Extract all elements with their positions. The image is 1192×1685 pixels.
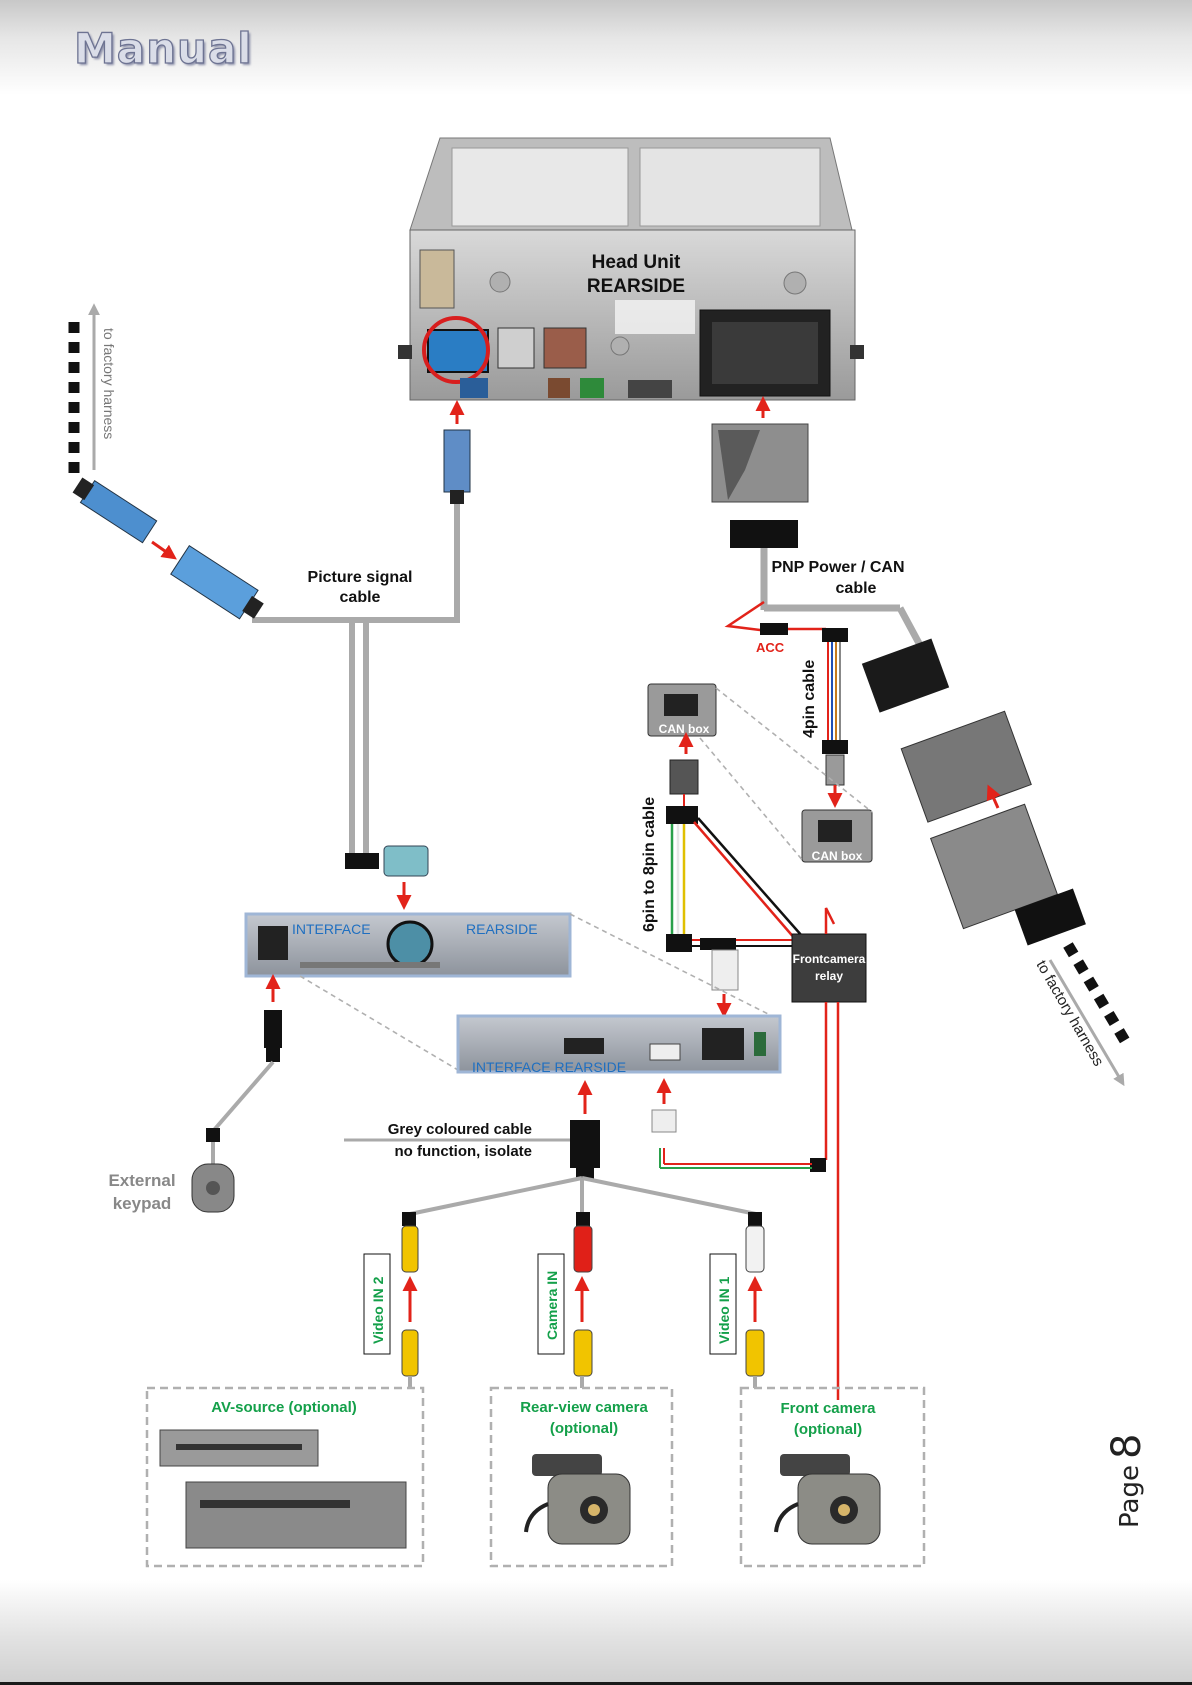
- relay-label-line1: Frontcamera: [793, 952, 866, 966]
- arrow-factory-right: [986, 784, 1001, 809]
- keypad-cable: [191, 1010, 282, 1213]
- video-in2-label: Video IN 2: [370, 1276, 386, 1344]
- relay-red-wire-top: [824, 907, 836, 934]
- interface-box-bottom: [456, 1014, 782, 1074]
- av-source-box: [145, 1386, 425, 1568]
- relay-output-wires: [651, 1002, 840, 1400]
- manual-logo: Manual: [73, 23, 253, 73]
- pnp-cable-label-line1: PNP Power / CAN: [771, 559, 904, 576]
- page-number: 8: [1104, 1434, 1150, 1459]
- head-unit-label-line2: REARSIDE: [587, 276, 685, 297]
- factory-harness-right-label: to factory harness: [1033, 958, 1107, 1070]
- left-factory-harness: [68, 303, 100, 476]
- pin4-cable-label: 4pin cable: [801, 660, 818, 738]
- pnp-power-can-cable: [711, 423, 932, 786]
- video-harness: [344, 1120, 765, 1388]
- interface-bottom-label: INTERFACE REARSIDE: [472, 1059, 626, 1075]
- head-unit-label-line1: Head Unit: [592, 252, 681, 273]
- front-camera-box: [739, 1386, 926, 1568]
- rear-camera-label-line1: Rear-view camera: [520, 1399, 648, 1416]
- grey-cable-label-line1: Grey coloured cable: [388, 1121, 532, 1138]
- camera-in-box: [537, 1253, 565, 1355]
- pin6to8-cable-label: 6pin to 8pin cable: [641, 797, 658, 932]
- video-in1-label: Video IN 1: [716, 1276, 732, 1344]
- rear-camera-label-line2: (optional): [550, 1420, 618, 1437]
- front-camera: [774, 1454, 881, 1545]
- can-box-bottom-label: CAN box: [812, 849, 863, 863]
- rear-camera: [524, 1454, 631, 1545]
- factory-harness-left-label: to factory harness: [101, 328, 117, 439]
- frontcamera-relay: [791, 933, 867, 1003]
- right-factory-harness: [861, 638, 1133, 1087]
- connector-highlight-ring: [422, 316, 490, 384]
- front-camera-label-line2: (optional): [794, 1421, 862, 1438]
- picture-signal-cable: [72, 429, 471, 877]
- acc-label: ACC: [756, 640, 785, 655]
- pnp-cable-label-line2: cable: [836, 580, 877, 597]
- footer-line: [0, 1682, 1192, 1685]
- keypad-label-line2: keypad: [113, 1194, 172, 1213]
- dvd-player: [159, 1429, 407, 1549]
- picture-cable-label-line2: cable: [340, 589, 381, 606]
- can-box-top-label: CAN box: [659, 722, 710, 736]
- interface-guides: [299, 913, 781, 1071]
- can-box-bottom: [801, 809, 873, 863]
- head-unit: [398, 137, 864, 401]
- pin6to8-cable: [666, 759, 803, 991]
- arrow-picture-plug: [151, 540, 177, 560]
- footer-band: [0, 1580, 1192, 1685]
- camera-in-label: Camera IN: [544, 1271, 560, 1340]
- rear-camera-box: [489, 1386, 674, 1568]
- video-in1-box: [709, 1253, 737, 1355]
- interface-box-top: [244, 912, 572, 978]
- front-camera-label-line1: Front camera: [780, 1400, 876, 1417]
- header-band: [0, 0, 1192, 95]
- grey-cable-label-line2: no function, isolate: [395, 1143, 533, 1160]
- page-label: Page: [1115, 1465, 1145, 1528]
- can-box-guides: [699, 687, 873, 863]
- relay-label-line2: relay: [815, 969, 843, 983]
- video-in2-box: [363, 1253, 391, 1355]
- interface-top-label-right: REARSIDE: [466, 921, 538, 937]
- can-box-top: [647, 683, 717, 737]
- picture-cable-label-line1: Picture signal: [308, 569, 413, 586]
- interface-top-label-left: INTERFACE: [292, 921, 371, 937]
- av-source-label: AV-source (optional): [211, 1399, 357, 1416]
- keypad-label-line1: External: [108, 1171, 175, 1190]
